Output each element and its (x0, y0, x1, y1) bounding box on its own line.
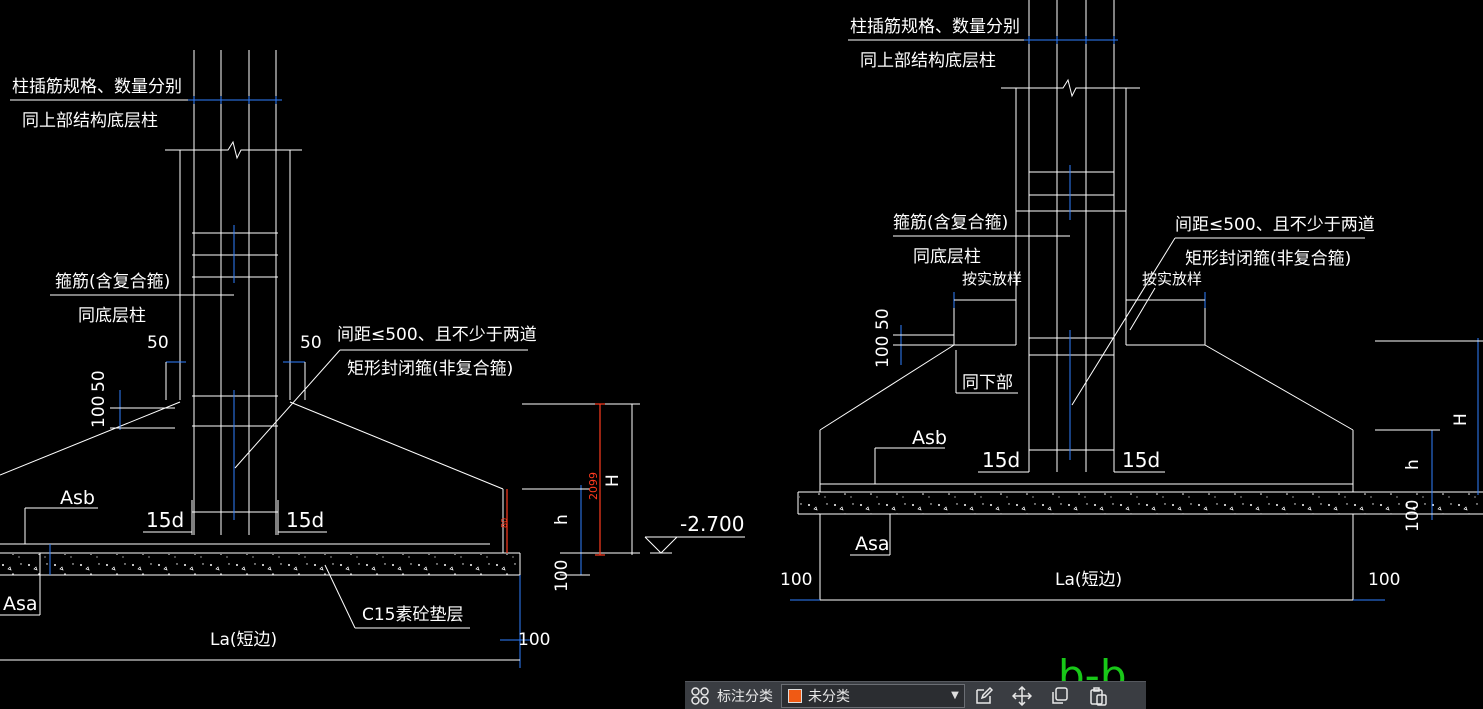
left-elevation: -2.700 (680, 512, 744, 536)
left-note-spacing-line1: 间距≤500、且不少于两道 (337, 325, 537, 345)
left-dim-50-left: 50 (147, 333, 169, 353)
right-anchor-left: 15d (982, 448, 1020, 472)
right-note-asbuilt-left: 按实放样 (962, 270, 1022, 288)
move-icon[interactable] (1003, 682, 1041, 709)
left-note-dowels-line1: 柱插筋规格、数量分别 (12, 77, 182, 97)
left-label-asb: Asb (60, 487, 95, 509)
left-leader-lines (0, 99, 745, 661)
edit-icon[interactable] (965, 682, 1003, 709)
left-dim-50-right: 50 (300, 333, 322, 353)
chevron-down-icon[interactable]: ▼ (951, 690, 959, 701)
left-note-spacing-line2: 矩形封闭箍(非复合箍) (347, 359, 513, 379)
left-anchor-left: 15d (146, 508, 184, 532)
left-label-h-small: h (552, 514, 572, 525)
category-select-value: 未分类 (808, 688, 850, 705)
right-note-stirrup-line1: 箍筋(含复合箍) (893, 213, 1008, 233)
right-dim-100-right: 100 (1368, 570, 1400, 590)
grid-icon[interactable] (685, 682, 715, 709)
left-dim-100-vertical: 100 (89, 396, 109, 428)
right-dim-100-vertical: 100 (873, 336, 893, 368)
copy-icon[interactable] (1041, 682, 1079, 709)
right-dimension-lines (790, 36, 1479, 601)
right-dim-50-vertical: 50 (873, 308, 893, 330)
right-label-asb: Asb (912, 427, 947, 449)
paste-icon[interactable] (1079, 682, 1117, 709)
right-label-h-big: H (1451, 413, 1471, 426)
left-note-stirrup-line2: 同底层柱 (78, 306, 146, 326)
left-label-pad: C15素砼垫层 (362, 605, 464, 625)
category-select[interactable]: 未分类 ▼ (781, 683, 965, 708)
right-label-la: La(短边) (1055, 570, 1122, 590)
right-dim-100-vertical-right: 100 (1403, 500, 1423, 532)
right-note-asbuilt-right: 按实放样 (1142, 270, 1202, 288)
category-color-swatch (788, 688, 802, 703)
left-blinding-hatch (0, 554, 520, 575)
left-red-dimension (506, 403, 605, 556)
category-label: 标注分类 (717, 688, 773, 705)
left-dimension-lines (49, 96, 582, 668)
right-note-same-lower: 同下部 (962, 373, 1013, 393)
left-dim-100-bottom-vertical: 100 (552, 560, 572, 592)
left-dim-red-2099: 2099 (587, 472, 600, 500)
annotation-toolbar: 标注分类 未分类 ▼ (685, 681, 1146, 709)
left-dim-50-vertical: 50 (89, 370, 109, 392)
right-note-stirrup-line2: 同底层柱 (913, 247, 981, 267)
left-note-dowels-line2: 同上部结构底层柱 (22, 111, 158, 131)
right-label-h-small: h (1403, 459, 1423, 470)
right-note-dowels-line2: 同上部结构底层柱 (860, 51, 996, 71)
right-note-spacing-line2: 矩形封闭箍(非复合箍) (1185, 249, 1351, 269)
left-anchor-right: 15d (286, 508, 324, 532)
right-leader-lines (820, 39, 1483, 601)
right-blinding-hatch (799, 493, 1483, 514)
left-label-h-big: H (603, 474, 623, 487)
left-label-la: La(短边) (210, 630, 277, 650)
right-foundation-detail (797, 0, 1483, 600)
left-dim-100-bottom: 100 (518, 630, 550, 650)
right-label-asa: Asa (855, 533, 890, 555)
right-anchor-right: 15d (1122, 448, 1160, 472)
right-note-spacing-line1: 间距≤500、且不少于两道 (1175, 215, 1375, 235)
left-note-stirrup-line1: 箍筋(含复合箍) (55, 272, 170, 292)
left-dim-red-small: 80 (500, 518, 509, 528)
left-label-asa: Asa (3, 593, 38, 615)
right-note-dowels-line1: 柱插筋规格、数量分别 (850, 17, 1020, 37)
right-dim-100-left: 100 (780, 570, 812, 590)
